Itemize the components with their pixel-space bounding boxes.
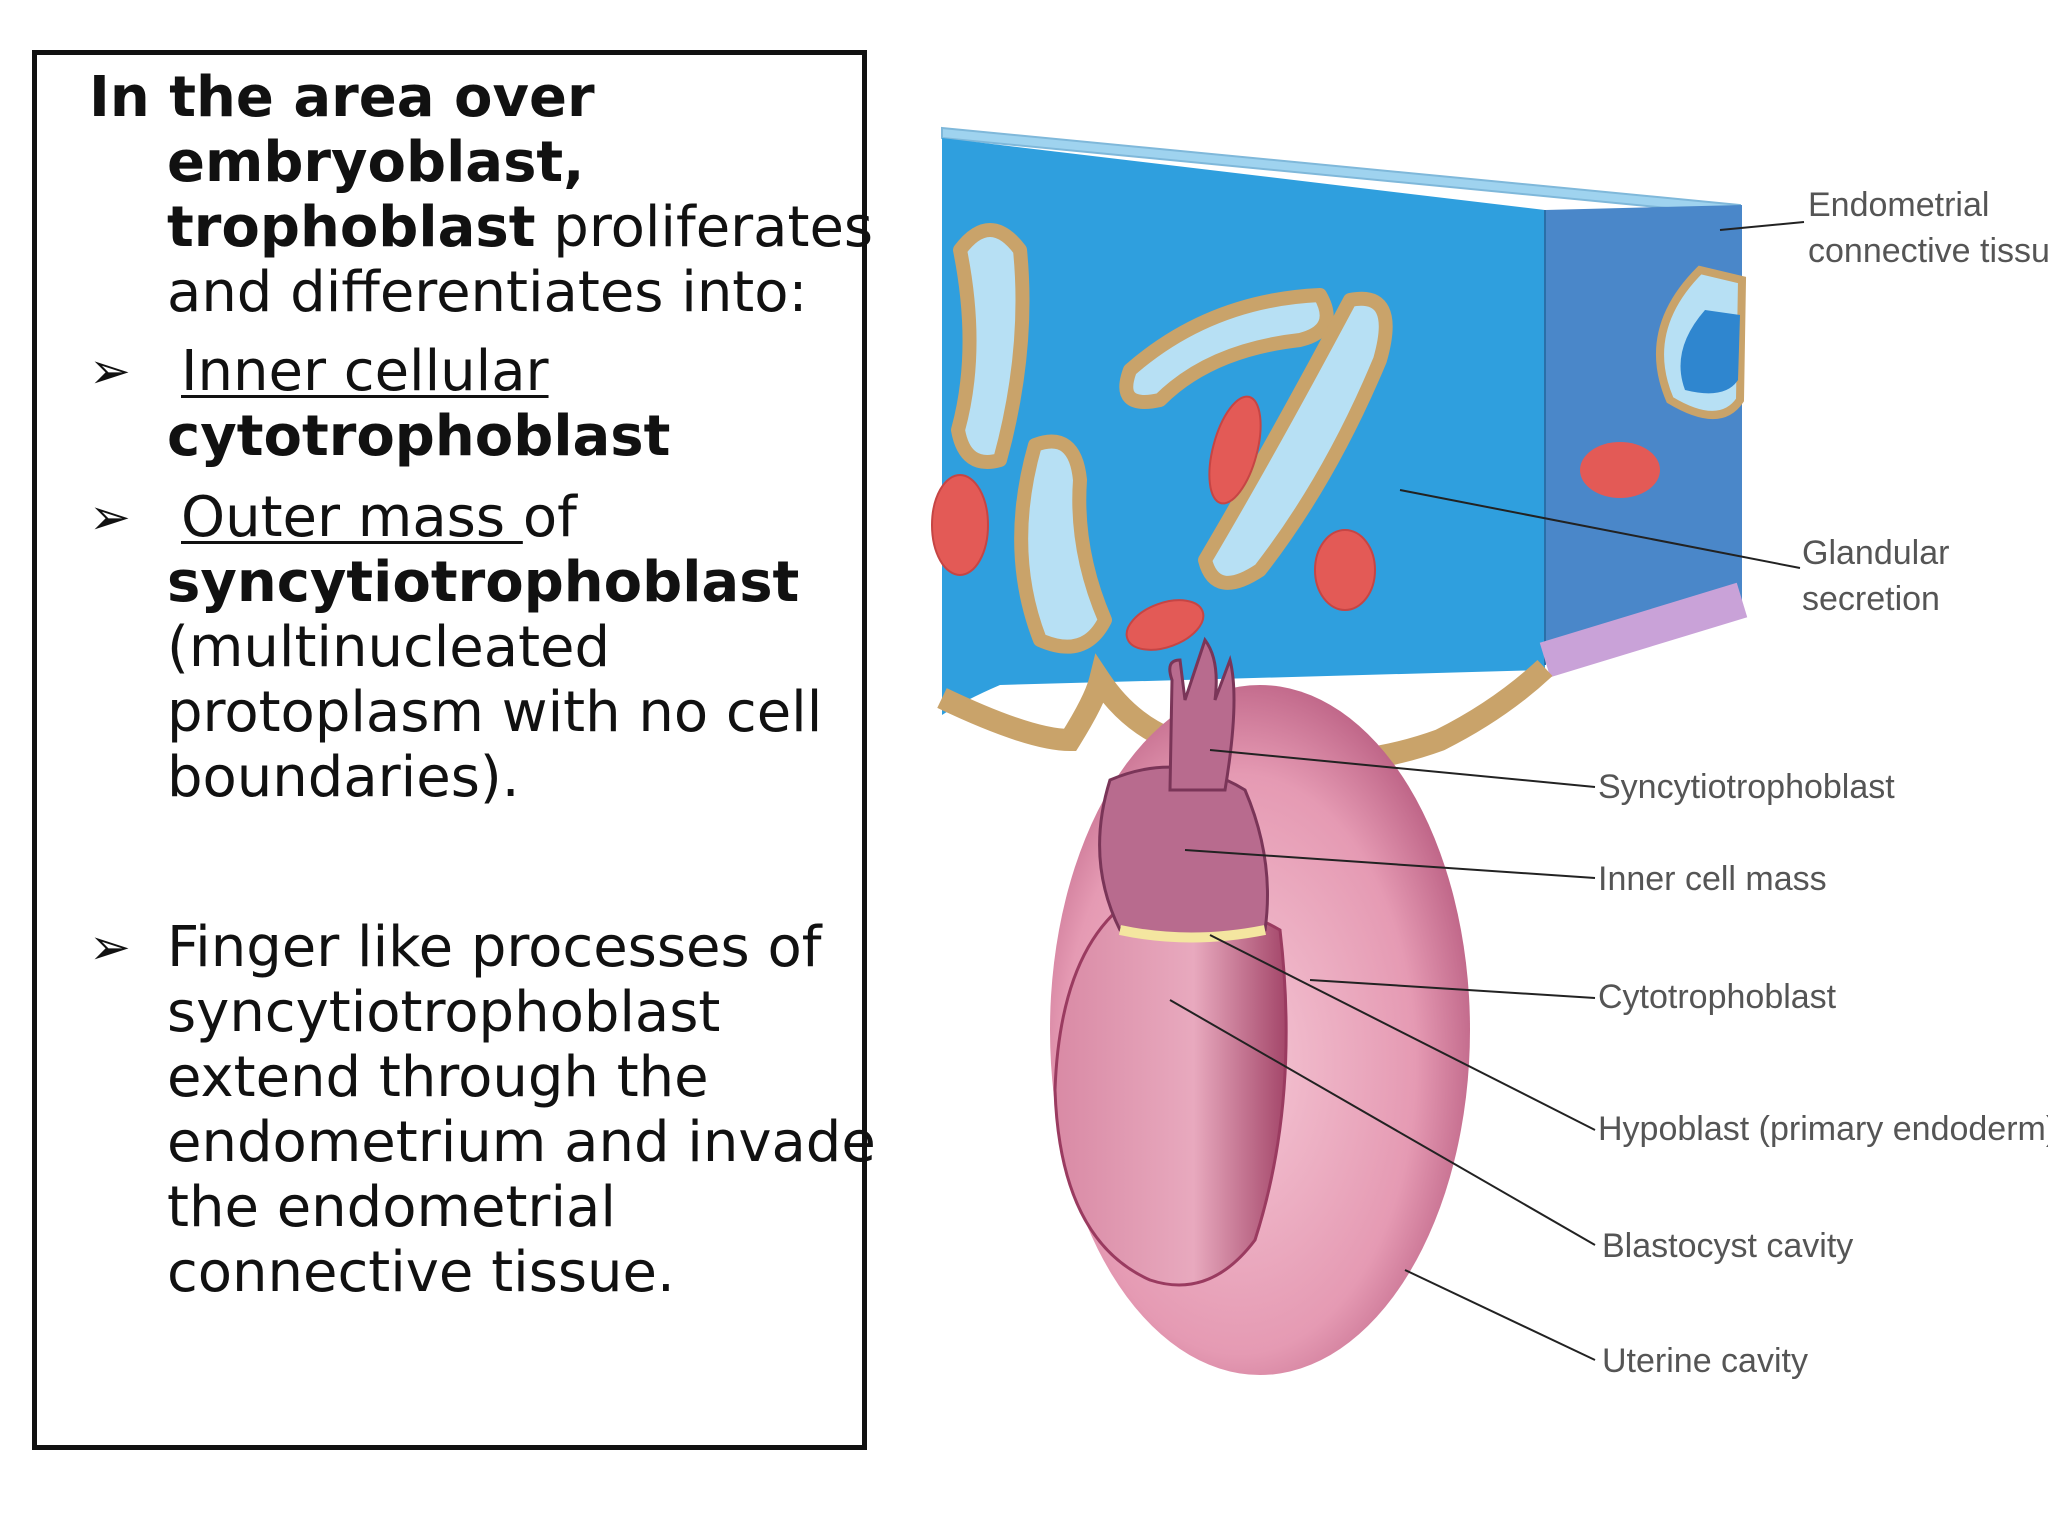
bullet2-description: (multinucleated protoplasm with no cell … (167, 615, 823, 810)
syncytio-fingers (1168, 636, 1236, 792)
intro-paragraph: In the area over embryoblast, trophoblas… (89, 65, 879, 325)
leader-endometrial (1719, 221, 1805, 231)
intro-bold-heading: In the area over embryoblast, (89, 65, 595, 195)
label-blastocyst-cavity: Blastocyst cavity (1602, 1227, 1853, 1265)
leader-hypoblast (1209, 934, 1596, 1131)
bullet1-bold: cytotrophoblast (167, 404, 671, 469)
blastocyst-cavity (1053, 896, 1288, 1287)
arrow-bullet-icon: ➢ (89, 342, 131, 400)
leader-cytotrophoblast (1309, 979, 1596, 999)
label-endometrial-2: connective tissue (1808, 232, 2048, 270)
arrow-bullet-icon: ➢ (89, 918, 131, 976)
bullet3-text: Finger like processes of syncytiotrophob… (167, 915, 876, 1305)
gland-1 (951, 223, 1030, 469)
label-hypoblast: Hypoblast (primary endoderm) (1598, 1110, 2048, 1148)
label-inner-cell-mass: Inner cell mass (1598, 860, 1827, 898)
leader-uterine-cavity (1404, 1269, 1596, 1361)
bullet2-underlined: Outer mass (181, 485, 523, 550)
text-content: In the area over embryoblast, trophoblas… (89, 65, 879, 1305)
text-panel: In the area over embryoblast, trophoblas… (32, 50, 876, 1450)
label-uterine-cavity: Uterine cavity (1602, 1342, 1808, 1380)
arrow-bullet-icon: ➢ (89, 488, 131, 546)
intro-bold-term: trophoblast (167, 195, 536, 260)
side-vessel (1580, 442, 1660, 498)
bullet2-bold: syncytiotrophoblast (167, 550, 800, 615)
label-endometrial-1: Endometrial (1808, 186, 1989, 224)
leader-glandular (1399, 489, 1801, 569)
gland-2 (1119, 288, 1334, 409)
side-gland-lumen (1680, 310, 1740, 394)
vessel-4 (1314, 529, 1376, 611)
side-epithelium (1539, 582, 1748, 678)
vessel-2 (931, 474, 989, 576)
bullet-syncytiotrophoblast: ➢ Outer mass of syncytiotrophoblast (mul… (89, 485, 879, 810)
vessel-3 (1125, 599, 1205, 651)
vessel-1 (1208, 395, 1262, 505)
leader-blastocyst-cavity (1169, 999, 1596, 1246)
intro-rest: proliferates and differentiates into: (167, 195, 874, 325)
label-glandular-2: secretion (1802, 580, 1940, 618)
label-glandular-1: Glandular (1802, 534, 1949, 572)
hypoblast-layer (1118, 925, 1266, 943)
gland-4 (1198, 291, 1393, 590)
inner-cell-mass (1098, 765, 1269, 939)
gland-3 (1014, 434, 1112, 654)
leader-inner-cell-mass (1184, 849, 1596, 879)
label-syncytiotrophoblast: Syncytiotrophoblast (1598, 768, 1895, 806)
bullet-finger-processes: ➢ Finger like processes of syncytiotroph… (89, 915, 879, 1305)
bullet1-underlined: Inner cellular (181, 339, 549, 404)
bullet-cytotrophoblast: ➢ Inner cellular cytotrophoblast (89, 339, 879, 469)
bullet2-of: of (522, 485, 577, 550)
label-cytotrophoblast: Cytotrophoblast (1598, 978, 1837, 1016)
leader-syncytio (1209, 749, 1596, 788)
implantation-diagram: Endometrial connective tissue Glandular … (931, 126, 2048, 1380)
